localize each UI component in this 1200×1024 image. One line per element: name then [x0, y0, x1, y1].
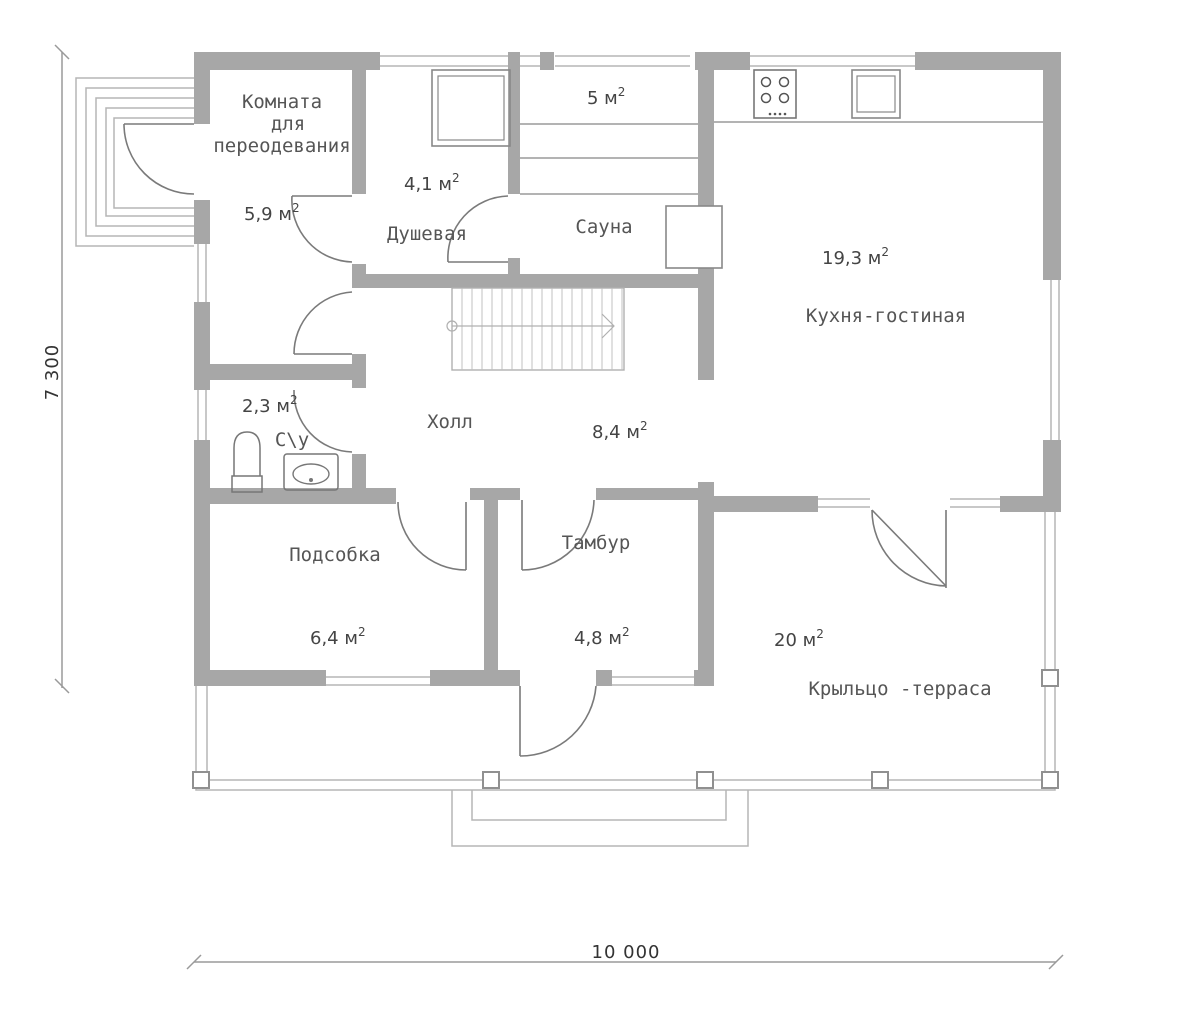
dimension-vertical: 7 300 [42, 44, 70, 694]
room-area-sauna: 5 м2 [587, 85, 625, 109]
room-label-wc: С\у [275, 429, 309, 451]
doors [123, 123, 947, 757]
room-area-wc: 2,3 м2 [242, 393, 298, 417]
dimension-horizontal: 10 000 [186, 942, 1064, 970]
room-vestibule: Тамбур 4,8 м2 [562, 532, 631, 649]
room-label-dressing-1: Комната [242, 91, 322, 113]
room-shower: 4,1 м2 Душевая [387, 171, 467, 245]
sauna-benches [520, 123, 698, 195]
room-sauna: 5 м2 Сауна [575, 85, 632, 238]
sink-icon [851, 69, 901, 119]
room-label-dressing-2: для [271, 113, 305, 135]
sauna-heater-icon [665, 205, 723, 269]
room-dressing: Комната для переодевания 5,9 м2 [213, 91, 350, 225]
windows [197, 55, 1060, 686]
room-area-vestibule: 4,8 м2 [574, 625, 630, 649]
dimension-width-label: 10 000 [592, 942, 661, 963]
room-kitchen: 19,3 м2 Кухня-гостиная [806, 245, 966, 327]
room-label-sauna: Сауна [575, 216, 632, 238]
dimension-height-label: 7 300 [42, 344, 63, 401]
room-hall: Холл 8,4 м2 [427, 411, 647, 443]
terrace-outline [192, 512, 1059, 791]
stove-icon [753, 69, 797, 119]
room-label-dressing-3: переодевания [213, 135, 350, 157]
room-wc: 2,3 м2 С\у [242, 393, 309, 451]
room-label-vestibule: Тамбур [562, 532, 631, 554]
room-label-hall: Холл [427, 411, 473, 433]
room-area-porch: 20 м2 [774, 627, 824, 651]
shower-tray-icon [431, 69, 511, 147]
room-label-utility: Подсобка [289, 544, 381, 566]
room-utility: Подсобка 6,4 м2 [289, 544, 381, 649]
side-steps [75, 77, 194, 247]
room-area-dressing: 5,9 м2 [244, 201, 300, 225]
room-area-utility: 6,4 м2 [310, 625, 366, 649]
room-label-porch: Крыльцо -терраса [808, 678, 991, 700]
front-steps [451, 790, 749, 847]
room-area-hall: 8,4 м2 [592, 419, 648, 443]
room-area-shower: 4,1 м2 [404, 171, 460, 195]
washbasin-icon [283, 453, 339, 491]
room-label-kitchen: Кухня-гостиная [806, 305, 966, 327]
toilet-icon [231, 431, 263, 493]
room-label-shower: Душевая [387, 223, 467, 245]
room-porch: 20 м2 Крыльцо -терраса [774, 627, 992, 700]
staircase [446, 287, 625, 371]
room-area-kitchen: 19,3 м2 [822, 245, 889, 269]
walls [194, 52, 1061, 686]
